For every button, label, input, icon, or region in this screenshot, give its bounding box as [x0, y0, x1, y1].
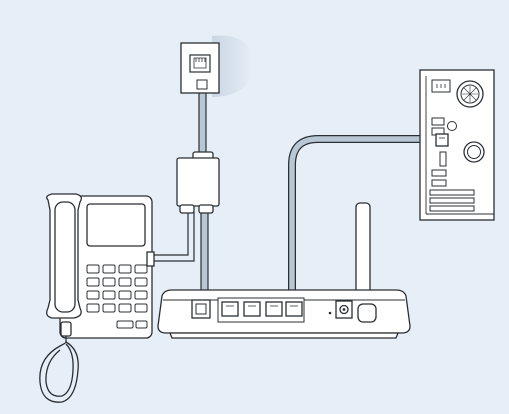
wireless-router-icon: [157, 202, 411, 339]
phone-wall-jack-icon: [180, 35, 254, 97]
desktop-computer-tower-icon: [419, 69, 495, 221]
dsl-microfilter-icon: [176, 151, 220, 214]
telephone-keypad: [86, 264, 148, 329]
router-dsl-port: [191, 299, 211, 319]
cable-filter-to-phone: [152, 212, 195, 262]
cable-wall-to-filter: [198, 87, 207, 159]
router-power-jack: [335, 300, 353, 319]
router-lan-ports: [217, 297, 305, 323]
cable-router-to-computer: [288, 135, 444, 308]
desk-telephone-icon: [39, 193, 155, 403]
